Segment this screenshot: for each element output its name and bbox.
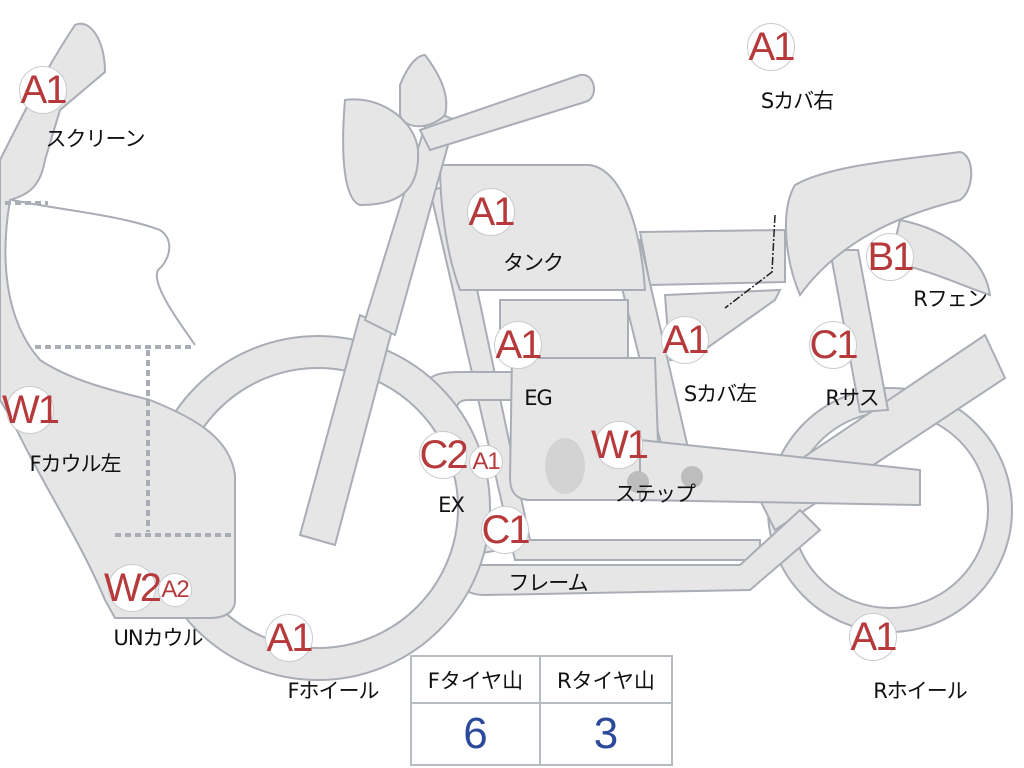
part-label: スクリーン bbox=[45, 127, 146, 151]
side-cover bbox=[638, 228, 786, 287]
rear-fender bbox=[888, 218, 992, 297]
part-label: Sカバ左 bbox=[683, 382, 757, 406]
rear-tire-header: Rタイヤ山 bbox=[538, 655, 674, 704]
condition-code: W1 bbox=[2, 386, 60, 434]
part-label: EG bbox=[524, 386, 553, 410]
condition-code: A1 bbox=[19, 66, 67, 114]
condition-code: B1 bbox=[866, 233, 914, 281]
rear-tire-value: 3 bbox=[538, 702, 674, 766]
part-label: Rホイール bbox=[873, 679, 968, 703]
condition-code: C1 bbox=[481, 506, 531, 554]
front-tire-header: Fタイヤ山 bbox=[410, 655, 541, 704]
condition-code: A1 bbox=[747, 23, 795, 71]
condition-code: C1 bbox=[809, 321, 859, 369]
condition-code: W1 bbox=[591, 421, 649, 469]
part-label: UNカウル bbox=[113, 626, 203, 650]
part-label: ステップ bbox=[615, 482, 696, 506]
part-label: Fホイール bbox=[287, 679, 379, 703]
headlight bbox=[342, 98, 420, 207]
condition-code: A1 bbox=[849, 613, 897, 661]
condition-code: A1 bbox=[661, 316, 709, 364]
part-label: Sカバ右 bbox=[760, 89, 834, 113]
condition-code: A1 bbox=[265, 614, 313, 662]
condition-code-secondary: A1 bbox=[469, 445, 503, 479]
part-label: Rサス bbox=[825, 386, 879, 410]
condition-code: A1 bbox=[467, 188, 515, 236]
condition-code-secondary: A2 bbox=[158, 573, 192, 607]
condition-code: W2 bbox=[104, 564, 162, 612]
tire-tread-table: Fタイヤ山 Rタイヤ山 6 3 bbox=[410, 655, 674, 766]
part-label: Fカウル左 bbox=[29, 452, 121, 476]
front-tire-value: 6 bbox=[410, 702, 541, 766]
part-label: タンク bbox=[503, 251, 564, 275]
condition-code: A1 bbox=[494, 321, 542, 369]
part-label: フレーム bbox=[508, 571, 588, 595]
part-label: EX bbox=[438, 493, 465, 517]
seat bbox=[785, 150, 973, 298]
handlebar bbox=[418, 73, 595, 152]
condition-code: C2 bbox=[419, 431, 469, 479]
part-label: Rフェン bbox=[913, 287, 988, 311]
